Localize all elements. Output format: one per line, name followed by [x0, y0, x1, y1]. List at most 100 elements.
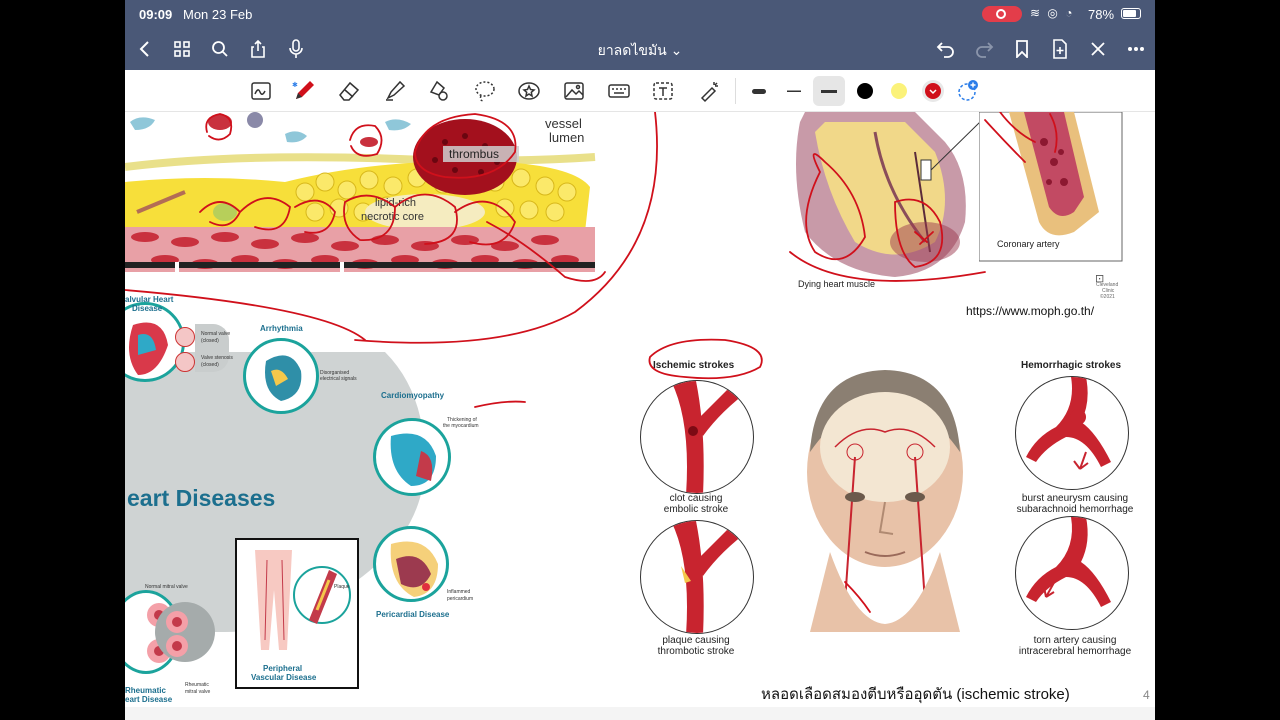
coronary-artery-inset	[979, 112, 1123, 262]
clinic-credit-line2: Clinic	[1102, 288, 1115, 294]
cardiomyopathy-title: Cardiomyopathy	[381, 391, 445, 400]
plaque-label-line2: thrombotic stroke	[657, 646, 735, 657]
vessel-label: vessel	[545, 116, 582, 131]
status-bar: 09:09 Mon 23 Feb ≋ ◎ ◔ 78%	[125, 0, 1155, 28]
clinic-credit-line1: Cleveland	[1096, 282, 1119, 288]
search-icon[interactable]	[207, 36, 233, 62]
battery-percent: 78%	[1088, 7, 1115, 22]
shapes-icon[interactable]	[425, 77, 453, 105]
status-date: Mon 23 Feb	[183, 7, 253, 22]
lasso-icon[interactable]	[471, 77, 499, 105]
undo-icon[interactable]	[933, 36, 959, 62]
inflamed-label-line1: Inflammed	[447, 589, 471, 595]
valve-stenosis-icon	[175, 352, 195, 372]
torn-artery-circle-image	[1015, 516, 1129, 630]
wifi-icon: ≋ ◎ ◔	[1030, 6, 1075, 20]
share-icon[interactable]	[245, 36, 271, 62]
peripheral-title-line2: Vascular Disease	[251, 673, 317, 682]
clot-label-line1: clot causing	[669, 493, 723, 504]
aneurysm-circle-image	[1015, 376, 1129, 490]
peripheral-title-line1: Peripheral	[263, 664, 303, 673]
rheumatic-mitral-label-line2: mitral valve	[185, 689, 211, 695]
lumen-label: lumen	[549, 130, 585, 145]
laser-pointer-icon[interactable]	[695, 77, 723, 105]
thickening-label-line1: Thickening of	[447, 417, 477, 423]
add-color-icon[interactable]	[953, 77, 981, 105]
red-ink-annotations	[125, 112, 1058, 613]
bookmark-icon[interactable]	[1009, 36, 1035, 62]
text-box-icon[interactable]	[649, 77, 677, 105]
burst-label-line1: burst aneurysm causing	[1021, 493, 1129, 504]
normal-mitral-label: Normal mitral valve	[145, 584, 188, 590]
source-url: https://www.moph.go.th/	[966, 304, 1095, 318]
plaque-small-label: Plaque	[334, 584, 350, 590]
torn-label-line2: intracerebral hemorrhage	[1018, 646, 1132, 657]
color-red-swatch-selected[interactable]	[919, 77, 947, 105]
toolbar-divider	[735, 78, 736, 104]
cardiomyopathy-image	[373, 418, 451, 496]
page-bottom-margin	[125, 707, 1155, 720]
color-black-swatch[interactable]	[851, 77, 879, 105]
valvular-title-line1: alvular Heart	[125, 295, 174, 304]
note-page[interactable]: vessel lumen thrombus lipid-rich necroti…	[125, 112, 1155, 707]
sticker-icon[interactable]	[515, 77, 543, 105]
peripheral-vascular-box: Plaque Peripheral Vascular Disease	[235, 538, 359, 689]
valve-stenosis-label: Valve stenosis	[201, 355, 233, 361]
stroke-medium-selected-icon[interactable]	[813, 76, 845, 106]
rheumatic-valve-shade	[155, 602, 215, 662]
stroke-thin-icon[interactable]	[780, 77, 808, 105]
caption-ischemic-stroke: หลอดเลือดสมองตีบหรืออุดตัน (ischemic str…	[761, 686, 1070, 703]
pericardial-image	[373, 526, 449, 602]
app-nav-bar: ยาลดไขมัน ⌄	[125, 28, 1155, 70]
clinic-logo-icon: ⊡	[1095, 273, 1105, 285]
arrhythmia-image	[243, 338, 319, 414]
handwriting-icon[interactable]	[247, 77, 275, 105]
pericardial-title: Pericardial Disease	[376, 610, 450, 619]
valvular-title-line2: Disease	[132, 304, 163, 313]
rheumatic-mitral-label-line1: Rheumatic	[185, 682, 209, 688]
image-icon[interactable]	[560, 77, 588, 105]
normal-valve-label: Normal valve	[201, 331, 231, 337]
screen-record-icon[interactable]	[982, 6, 1022, 22]
drawing-toolbar: ✱	[125, 70, 1155, 112]
dying-heart-label: Dying heart muscle	[798, 279, 876, 289]
stroke-thick-icon[interactable]	[745, 77, 773, 105]
add-page-icon[interactable]	[1047, 36, 1073, 62]
disorganised-label-line1: Disorganised	[320, 370, 350, 376]
pen-icon[interactable]: ✱	[290, 77, 318, 105]
document-title[interactable]: ยาลดไขมัน ⌄	[597, 42, 683, 58]
plaque-label-line1: plaque causing	[662, 635, 730, 646]
more-icon[interactable]	[1123, 36, 1149, 62]
ipad-screen: 09:09 Mon 23 Feb ≋ ◎ ◔ 78% ยาลดไขมัน ⌄	[125, 0, 1155, 720]
close-pen-icon[interactable]	[1085, 36, 1111, 62]
eraser-icon[interactable]	[335, 77, 363, 105]
rheumatic-title-line2: eart Disease	[125, 695, 173, 704]
clot-label-line2: embolic stroke	[663, 504, 729, 515]
microphone-icon[interactable]	[283, 36, 309, 62]
stroke-head-illustration	[807, 370, 963, 632]
coronary-artery-label: Coronary artery	[997, 239, 1060, 249]
arrhythmia-title: Arrhythmia	[260, 324, 303, 333]
grid-view-icon[interactable]	[169, 36, 195, 62]
battery-icon	[1121, 8, 1141, 19]
highlighter-icon[interactable]	[381, 77, 409, 105]
heart-attack-illustration	[796, 112, 981, 277]
valve-legend-bg	[195, 324, 229, 372]
status-time: 09:09	[139, 7, 173, 22]
keyboard-icon[interactable]	[605, 77, 633, 105]
clinic-credit-line3: ©2021	[1100, 294, 1115, 300]
atherosclerosis-illustration	[125, 112, 596, 274]
thrombus-label: thrombus	[449, 147, 500, 161]
disorganised-label-line2: electrical signals	[320, 376, 357, 382]
thickening-label-line2: the myocardium	[443, 423, 479, 429]
inflamed-label-line2: pericardium	[447, 596, 474, 602]
redo-icon[interactable]	[971, 36, 997, 62]
normal-valve-icon	[175, 327, 195, 347]
back-chevron-icon[interactable]	[131, 36, 157, 62]
plaque-circle-image	[640, 520, 754, 634]
color-yellow-swatch[interactable]	[885, 77, 913, 105]
burst-label-line2: subarachnoid hemorrhage	[1016, 504, 1134, 515]
rheumatic-title-line1: Rheumatic	[125, 686, 166, 695]
heart-diseases-title: eart Diseases	[127, 485, 276, 511]
ischemic-title: Ischemic strokes	[653, 360, 735, 371]
